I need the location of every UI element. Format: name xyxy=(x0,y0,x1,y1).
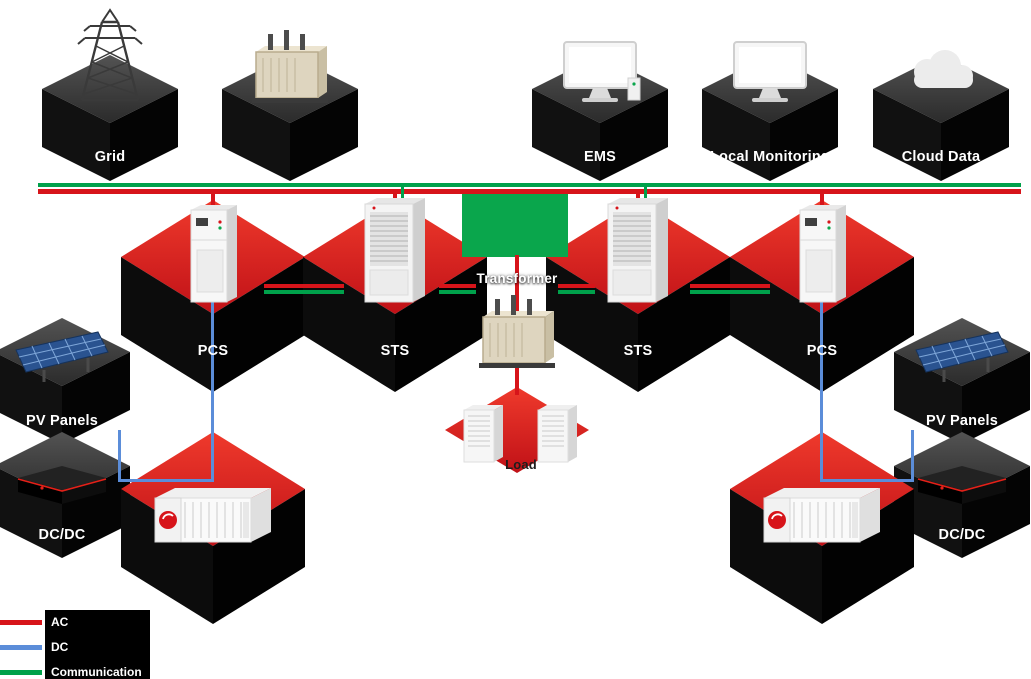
battery-container-icon xyxy=(763,487,881,543)
comm-link-sts-transformer-left xyxy=(439,290,476,294)
sts-left-label: STS xyxy=(380,343,410,359)
transformer-icon xyxy=(251,29,329,104)
comm-link-transformer-sts-right xyxy=(558,290,595,294)
sts-cabinet-icon xyxy=(364,197,426,303)
dc-line-dcdc-battery-left xyxy=(118,479,213,482)
pv-right-label: PV Panels xyxy=(926,413,998,429)
grid-label: Grid xyxy=(94,149,126,165)
comm-link-sts-pcs-right xyxy=(690,290,770,294)
legend-communication-swatch xyxy=(0,670,42,675)
communication-bus-line xyxy=(38,183,1021,187)
ems-label: EMS xyxy=(583,149,617,165)
legend-ac-label: AC xyxy=(51,615,69,629)
battery-container-icon xyxy=(154,487,272,543)
ac-bus-line xyxy=(38,189,1021,194)
ac-drop-pcs-left xyxy=(211,193,215,205)
ac-feed-transformer xyxy=(515,255,519,317)
legend-dc-label: DC xyxy=(51,640,69,654)
sts-right-label: STS xyxy=(623,343,653,359)
comm-link-pcs-sts-left xyxy=(264,290,344,294)
dc-line-pv-dcdc-right xyxy=(911,430,914,482)
transmission-tower-icon xyxy=(77,8,143,102)
pv-left-label: PV Panels xyxy=(26,413,98,429)
legend-dc-swatch xyxy=(0,645,42,650)
ac-link-transformer-sts-right xyxy=(558,284,595,288)
pcs-cabinet-icon xyxy=(799,204,847,303)
legend-communication-label: Communication xyxy=(51,665,142,679)
load-cabinet-icon xyxy=(463,404,504,463)
ac-link-pcs-sts-left xyxy=(264,284,344,288)
ac-feed-load xyxy=(515,363,519,395)
sts-cabinet-icon xyxy=(607,197,669,303)
transformer-label: Transformer xyxy=(476,271,558,286)
pcs-right-label: PCS xyxy=(806,343,838,359)
legend: AC DC Communication xyxy=(45,610,150,679)
dc-line-pcs-battery-left xyxy=(211,300,214,482)
local-monitoring-label: Local Monitoring xyxy=(710,149,830,165)
cloud-data-label: Cloud Data xyxy=(901,149,981,165)
dcdc-left-label: DC/DC xyxy=(38,527,86,543)
ac-drop-pcs-right xyxy=(820,193,824,205)
transformer-connection-box xyxy=(462,194,568,257)
cloud-icon xyxy=(914,50,973,88)
pcs-left-label: PCS xyxy=(197,343,229,359)
load-cabinet-icon xyxy=(537,404,578,463)
dc-line-pv-dcdc-left xyxy=(118,430,121,482)
dc-line-pcs-battery-right xyxy=(820,300,823,482)
legend-ac-swatch xyxy=(0,620,42,625)
ac-link-sts-pcs-right xyxy=(690,284,770,288)
dc-line-dcdc-battery-right xyxy=(822,479,914,482)
dcdc-right-label: DC/DC xyxy=(938,527,986,543)
pcs-cabinet-icon xyxy=(190,204,238,303)
ac-link-sts-transformer-left xyxy=(439,284,476,288)
monitor-icon xyxy=(563,41,641,103)
load-label: Load xyxy=(505,457,537,472)
